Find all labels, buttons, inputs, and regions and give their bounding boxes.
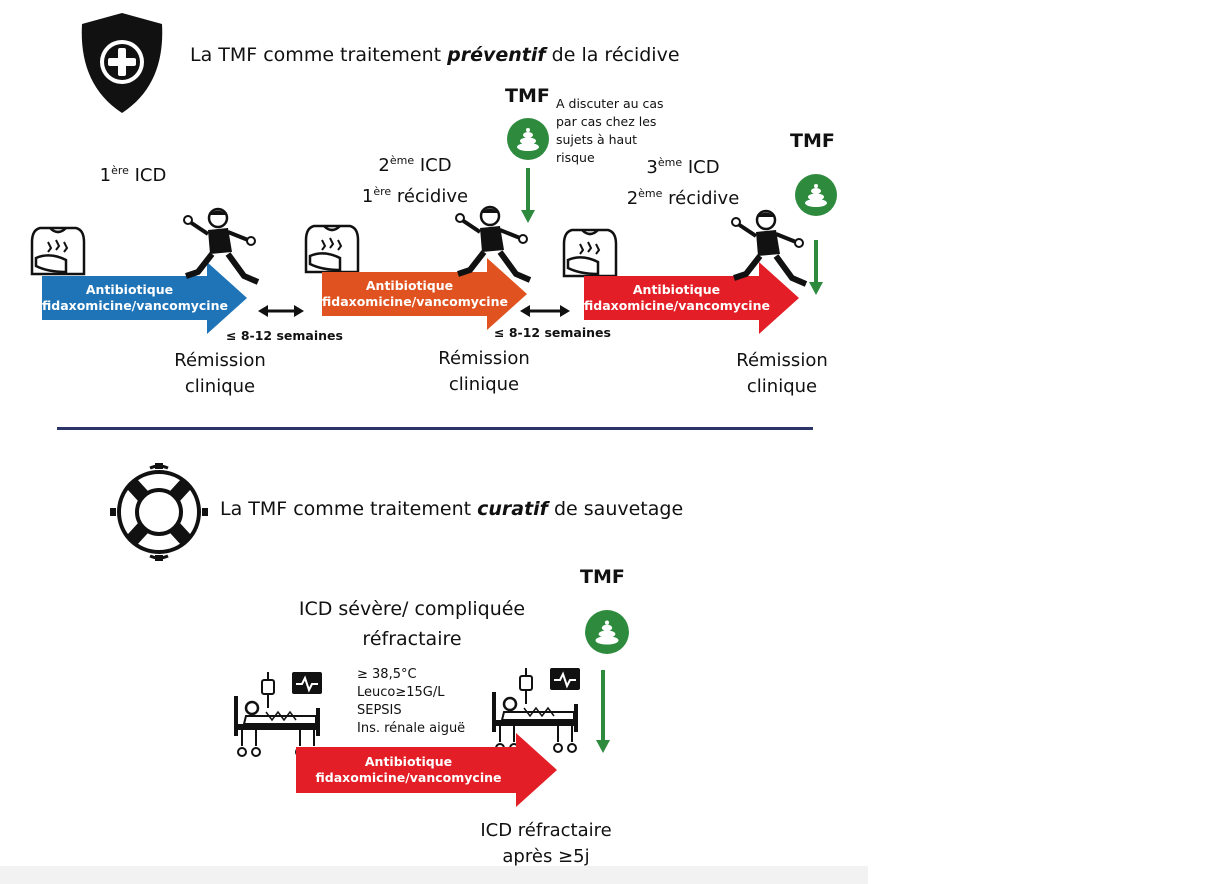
arrow-text-line: fidaxomicine/vancomycine [42, 298, 228, 313]
remission-line: Rémission [174, 350, 266, 371]
step-text: récidive [662, 188, 740, 209]
remission-line: Rémission [736, 350, 828, 371]
tmf-stool-icon [506, 117, 550, 165]
abdominal-pain-patient-icon [558, 224, 622, 286]
tmf-stool-icon [794, 173, 838, 221]
abdominal-pain-patient-icon [26, 222, 90, 284]
criteria-item: ≥ 38,5°C [357, 667, 417, 682]
running-person-icon [178, 206, 266, 302]
antibiotic-arrow-red-label: Antibiotique fidaxomicine/vancomycine [584, 276, 770, 320]
title-text-pre: La TMF comme traitement [190, 44, 448, 66]
step-text: ICD [128, 165, 167, 186]
remission-line: clinique [448, 374, 520, 395]
antibiotic-arrow-red [584, 262, 800, 338]
running-person-icon [726, 208, 814, 304]
arrow-text-line: Antibiotique [365, 278, 454, 293]
antibiotic-arrow-orange [322, 258, 528, 334]
section-title-curative: La TMF comme traitement curatif de sauve… [220, 498, 683, 520]
tmf-label-3: TMF [580, 566, 625, 588]
shield-plus-icon [74, 10, 170, 120]
title-text-post: de sauvetage [547, 498, 684, 520]
step-ordinal: 2 [626, 188, 639, 209]
antibiotic-arrow-blue [42, 262, 248, 338]
step-text: récidive [391, 186, 469, 207]
step-text: ICD [682, 157, 720, 178]
step-ordinal: 1 [361, 186, 374, 207]
arrow-text-line: fidaxomicine/vancomycine [315, 770, 502, 785]
step-ordinal-suffix: ème [389, 154, 415, 167]
green-down-arrow [808, 240, 824, 300]
step-ordinal: 3 [646, 157, 658, 178]
remission-line: clinique [184, 376, 256, 397]
step-ordinal: 2 [378, 155, 390, 176]
step-label-1: 1ère ICD [78, 158, 188, 189]
remission-label: Rémission clinique [722, 348, 842, 400]
severe-icd-heading: ICD sévère/ compliquée réfractaire [280, 594, 544, 654]
arrow-text-line: Antibiotique [364, 754, 453, 769]
step-ordinal-suffix: ème [657, 156, 683, 169]
step-label-3: 3ème ICD 2ème récidive [598, 150, 768, 212]
criteria-item: Leuco≥15G/L [357, 685, 445, 700]
green-down-arrow [595, 670, 611, 758]
note-line: sujets à haut [556, 132, 638, 147]
title-text-emphasis: curatif [477, 498, 548, 520]
tmf-label-1: TMF [505, 85, 550, 107]
heading-line: ICD sévère/ compliquée [298, 598, 526, 620]
refractory-label: ICD réfractaire après ≥5j [466, 818, 626, 870]
abdominal-pain-patient-icon [300, 220, 364, 282]
bottom-edge-band [0, 866, 868, 884]
green-down-arrow [520, 168, 536, 228]
note-line: A discuter au cas [556, 96, 664, 111]
arrow-text-line: Antibiotique [85, 282, 174, 297]
title-text-emphasis: préventif [447, 44, 546, 66]
severity-criteria: ≥ 38,5°C Leuco≥15G/L SEPSIS Ins. rénale … [357, 666, 465, 738]
lifebuoy-icon [110, 462, 208, 566]
arrow-text-line: fidaxomicine/vancomycine [584, 298, 770, 313]
step-ordinal-suffix: ème [638, 187, 663, 200]
step-ordinal: 1 [99, 165, 112, 186]
interval-label: ≤ 8-12 semaines [494, 325, 611, 340]
refractory-line: ICD réfractaire [480, 820, 612, 841]
remission-label: Rémission clinique [424, 346, 544, 398]
tmf-note: A discuter au cas par cas chez les sujet… [556, 95, 664, 167]
interval-double-arrow [258, 302, 304, 321]
arrow-text-line: fidaxomicine/vancomycine [322, 294, 508, 309]
antibiotic-arrow-orange-label: Antibiotique fidaxomicine/vancomycine [322, 272, 508, 316]
step-ordinal-suffix: ère [373, 185, 392, 198]
remission-label: Rémission clinique [160, 348, 280, 400]
running-person-icon [450, 204, 538, 300]
refractory-line: après ≥5j [502, 846, 590, 867]
criteria-item: SEPSIS [357, 703, 402, 718]
interval-label: ≤ 8-12 semaines [226, 328, 343, 343]
remission-line: Rémission [438, 348, 530, 369]
heading-line: réfractaire [362, 628, 462, 650]
tmf-stool-icon [584, 609, 630, 659]
tmf-label-2: TMF [790, 130, 835, 152]
step-text: ICD [414, 155, 452, 176]
antibiotic-arrow-red [296, 733, 558, 811]
note-line: risque [556, 150, 595, 165]
title-text-post: de la récidive [545, 44, 680, 66]
section-title-preventive: La TMF comme traitement préventif de la … [190, 44, 680, 66]
note-line: par cas chez les [556, 114, 657, 129]
hospital-bed-icon [230, 668, 330, 768]
title-text-pre: La TMF comme traitement [220, 498, 478, 520]
section-divider [57, 427, 813, 430]
antibiotic-arrow-red-label: Antibiotique fidaxomicine/vancomycine [296, 748, 521, 792]
arrow-text-line: Antibiotique [632, 282, 721, 297]
remission-line: clinique [746, 376, 818, 397]
step-ordinal-suffix: ère [111, 164, 129, 177]
antibiotic-arrow-blue-label: Antibiotique fidaxomicine/vancomycine [42, 276, 228, 320]
criteria-item: Ins. rénale aiguë [357, 721, 466, 736]
step-label-2: 2ème ICD 1ère récidive [330, 148, 500, 210]
interval-double-arrow [520, 302, 570, 321]
